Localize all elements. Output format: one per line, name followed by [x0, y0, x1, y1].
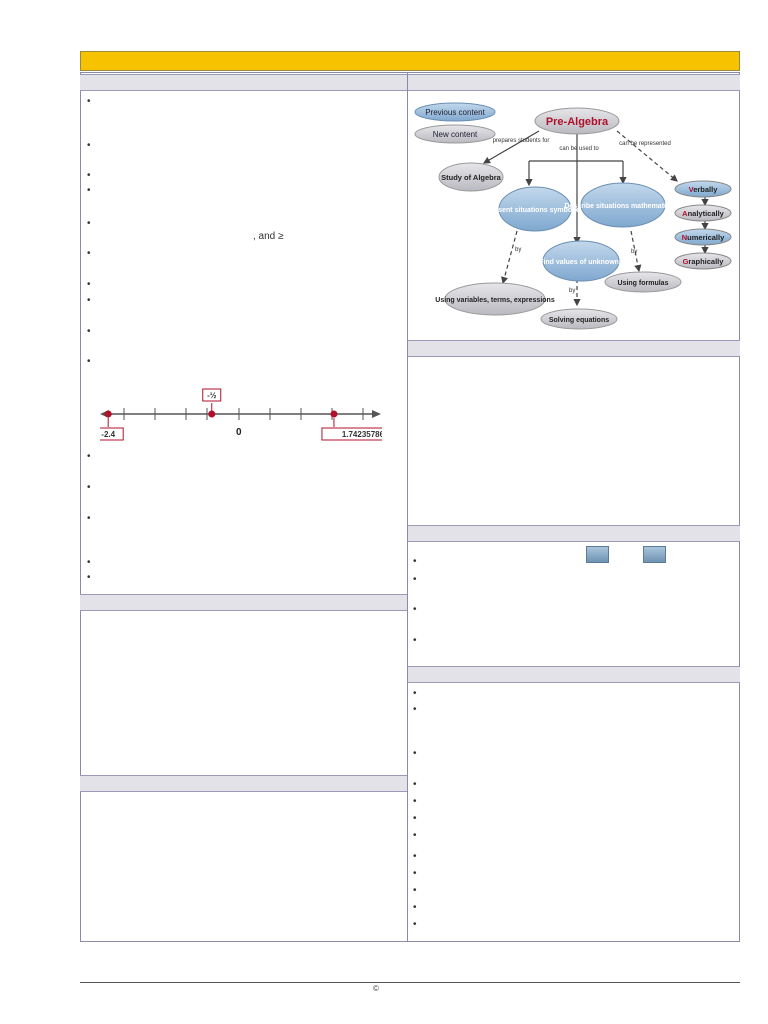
number-line-label-box	[202, 388, 222, 402]
mode-bubble	[674, 204, 732, 222]
math-square-2	[643, 546, 666, 563]
bullet-dot: •	[413, 779, 417, 790]
bullet-dot: •	[413, 556, 417, 567]
find-label: Find values of unknowns	[539, 259, 623, 266]
bullet-dot: •	[87, 170, 91, 181]
bullet-dot: •	[413, 604, 417, 615]
bullet-dot: •	[87, 572, 91, 583]
bullet-dot: •	[413, 688, 417, 699]
bullet-dot: •	[87, 140, 91, 151]
bullet-dot: •	[87, 218, 91, 229]
bullet-dot: •	[87, 295, 91, 306]
number-line-label: 1.74235786594...	[342, 430, 382, 439]
left-section-header-1	[80, 74, 407, 91]
inequality-fragment: , and ≥	[253, 231, 284, 242]
bullet-dot: •	[87, 356, 91, 367]
edge-label-represented: can be represented	[619, 141, 671, 147]
mode-label: Verbally	[689, 185, 719, 194]
copyright-symbol: ©	[373, 984, 379, 993]
bullet-dot: •	[87, 557, 91, 568]
bullet-dot: •	[87, 185, 91, 196]
root-label: Pre-Algebra	[546, 116, 609, 128]
bullet-dot: •	[413, 868, 417, 879]
footer-rule	[80, 982, 740, 983]
bullet-dot: •	[413, 574, 417, 585]
using-vars-label: Using variables, terms, expressions	[435, 297, 555, 304]
legend-previous-label: Previous content	[425, 108, 485, 117]
number-line: -2.4-½1.74235786594...π 0	[100, 388, 382, 441]
left-section-header-3	[80, 775, 407, 792]
number-line-label: -½	[207, 391, 217, 400]
bullet-dot: •	[413, 830, 417, 841]
number-line-label-box	[321, 427, 382, 441]
number-line-point	[330, 410, 338, 418]
represent-bubble	[498, 186, 572, 232]
right-section-header-4	[408, 666, 740, 683]
right-section-header-2	[408, 340, 740, 357]
mode-bubble	[674, 252, 732, 270]
legend-new-bubble	[414, 124, 496, 144]
bullet-dot: •	[413, 885, 417, 896]
concept-map: Previous content New content Pre-Algebra…	[409, 93, 739, 339]
bullet-dot: •	[413, 635, 417, 646]
bullet-dot: •	[413, 902, 417, 913]
by-label: by	[631, 249, 637, 255]
bullet-dot: •	[413, 851, 417, 862]
content-frame	[80, 72, 740, 942]
bullet-dot: •	[87, 96, 91, 107]
find-bubble	[542, 240, 620, 282]
bullet-dot: •	[87, 451, 91, 462]
number-line-label-box	[100, 427, 124, 441]
mode-label: Graphically	[683, 257, 725, 266]
edge-label-used-to: can be used to	[559, 146, 599, 152]
bullet-dot: •	[413, 704, 417, 715]
by-label: by	[569, 288, 575, 294]
solving-bubble	[540, 308, 618, 330]
bullet-dot: •	[87, 513, 91, 524]
solving-label: Solving equations	[549, 317, 609, 324]
header-banner	[80, 51, 740, 71]
bullet-dot: •	[87, 326, 91, 337]
by-label: by	[515, 247, 521, 253]
legend-previous-bubble	[414, 102, 496, 122]
mode-label: Numerically	[682, 233, 725, 242]
describe-label: Describe situations mathematically	[564, 203, 681, 210]
left-section-header-2	[80, 594, 407, 611]
edge-label-prepares: prepares students for	[493, 138, 550, 144]
bullet-dot: •	[413, 748, 417, 759]
describe-bubble	[580, 182, 666, 228]
column-divider	[407, 72, 408, 942]
study-label: Study of Algebra	[441, 173, 502, 182]
mode-bubble	[674, 228, 732, 246]
study-bubble	[438, 162, 504, 192]
number-line-point	[104, 410, 112, 418]
mode-bubble	[674, 180, 732, 198]
legend-new-label: New content	[433, 130, 478, 139]
math-square-1	[586, 546, 609, 563]
bullet-dot: •	[413, 919, 417, 930]
bullet-dot: •	[87, 482, 91, 493]
number-line-point	[208, 410, 216, 418]
formulas-bubble	[604, 271, 682, 293]
right-section-header-1	[408, 74, 740, 91]
bullet-dot: •	[87, 248, 91, 259]
right-section-header-3	[408, 525, 740, 542]
formulas-label: Using formulas	[618, 280, 669, 287]
bullet-dot: •	[413, 813, 417, 824]
bullet-dot: •	[87, 279, 91, 290]
root-bubble	[534, 107, 620, 135]
number-line-label: -2.4	[101, 430, 115, 439]
bullet-dot: •	[413, 796, 417, 807]
using-vars-bubble	[444, 282, 546, 316]
represent-label: Represent situations symbolically	[478, 207, 591, 214]
zero-label: 0	[236, 427, 242, 438]
mode-label: Analytically	[682, 209, 725, 218]
